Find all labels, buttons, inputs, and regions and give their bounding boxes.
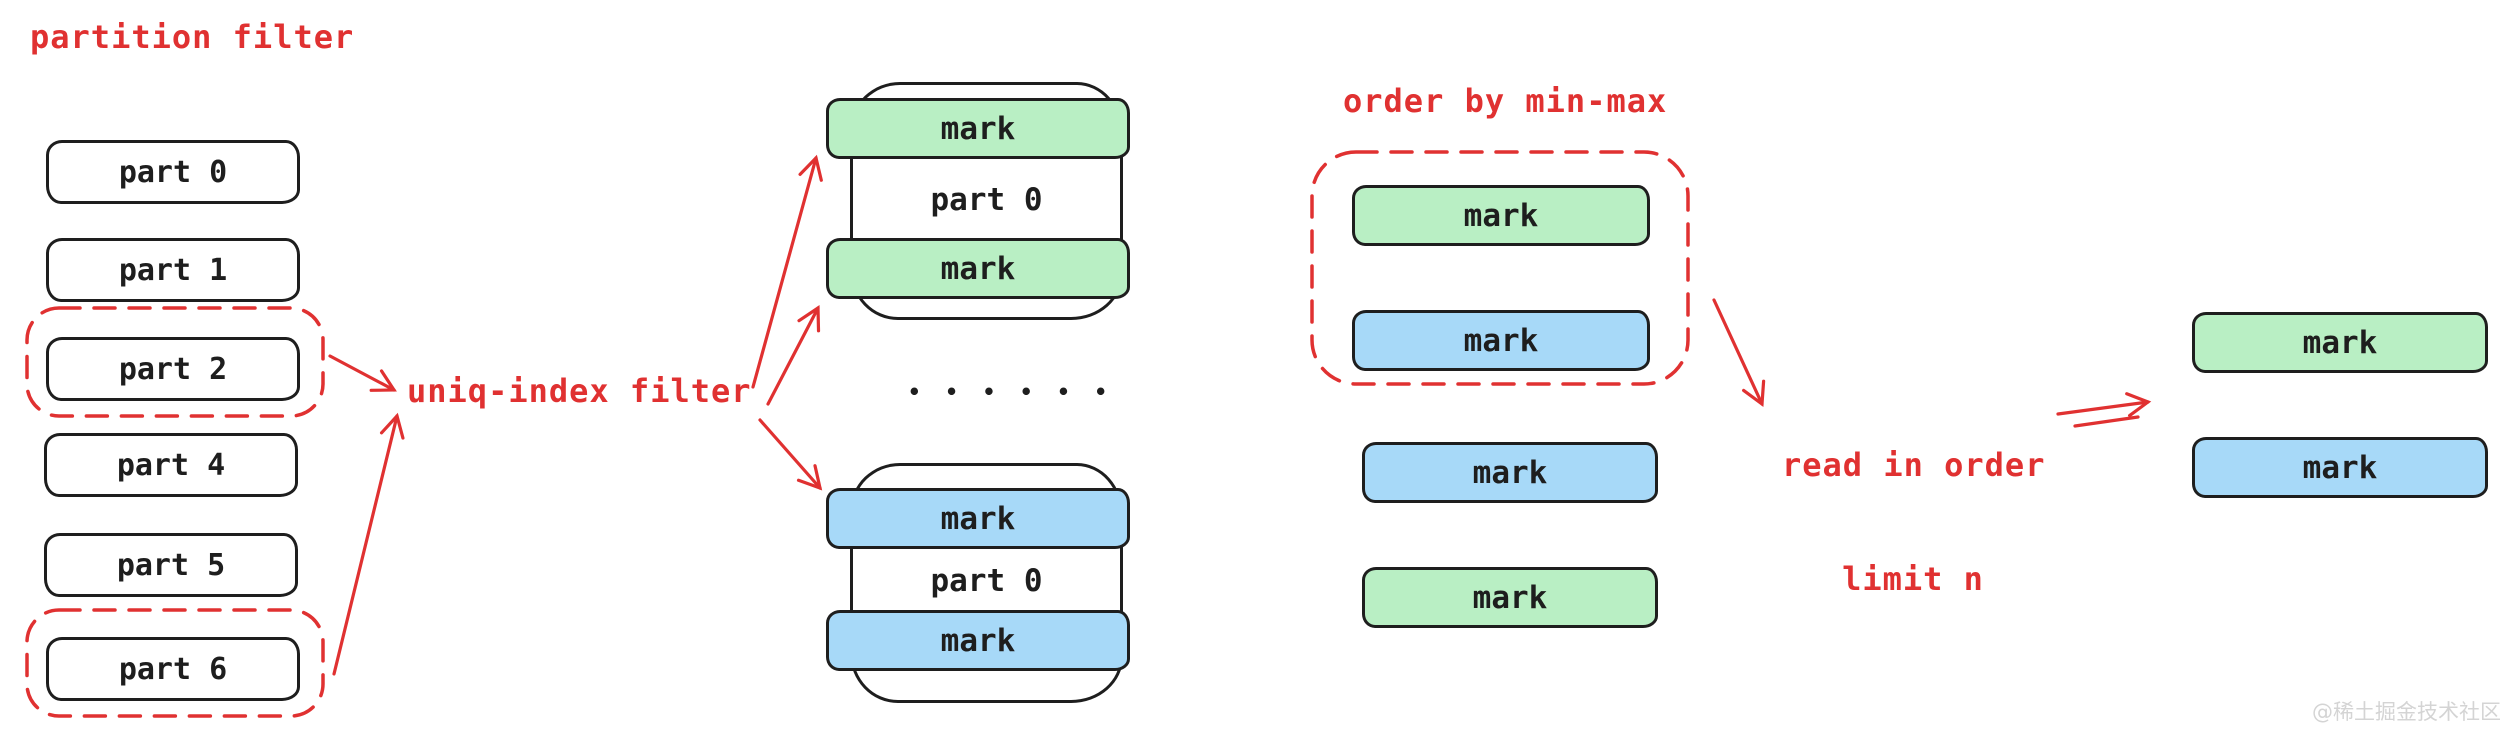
read-in-order-line1: read in order bbox=[1782, 446, 2046, 484]
partition-box-part4: part 4 bbox=[44, 433, 298, 497]
unordered-mark-blue: mark bbox=[1362, 442, 1658, 503]
stack-blue-top-mark: mark bbox=[826, 488, 1130, 549]
partition-box-part6: part 6 bbox=[46, 637, 300, 701]
stack-green-top-mark: mark bbox=[826, 98, 1130, 159]
minmax-group-mark-blue: mark bbox=[1352, 310, 1650, 371]
arrow-read-in-order-to-output-doublestroke bbox=[2073, 415, 2140, 428]
output-mark-green: mark bbox=[2192, 312, 2488, 373]
arrow-part6-to-uniq-filter bbox=[332, 412, 405, 676]
arrow-uniq-filter-to-green-stack-bottom bbox=[766, 305, 821, 406]
output-mark-blue: mark bbox=[2192, 437, 2488, 498]
read-in-order-line2: limit n bbox=[1842, 560, 1984, 598]
read-in-order-label: read in order limit n bbox=[1782, 370, 2044, 674]
partition-box-part5: part 5 bbox=[44, 533, 298, 597]
partition-box-part2: part 2 bbox=[46, 337, 300, 401]
uniq-index-filter-label: uniq-index filter bbox=[407, 372, 752, 410]
arrow-read-in-order-to-output bbox=[2056, 392, 2152, 418]
partition-box-part0: part 0 bbox=[46, 140, 300, 204]
watermark: @稀土掘金技术社区 bbox=[2312, 700, 2501, 724]
partition-filter-label: partition filter bbox=[30, 18, 355, 56]
stack-green-bottom-mark: mark bbox=[826, 238, 1130, 299]
minmax-group-mark-green: mark bbox=[1352, 185, 1650, 246]
arrow-uniq-filter-to-blue-stack bbox=[758, 418, 823, 491]
order-by-min-max-label: order by min-max bbox=[1343, 82, 1668, 120]
stack-blue-bottom-mark: mark bbox=[826, 610, 1130, 671]
arrow-part2-to-uniq-filter bbox=[328, 354, 397, 392]
stack-green-part-label: part 0 bbox=[930, 182, 1043, 218]
ellipsis-dots: • • • • • • bbox=[908, 380, 1114, 404]
unordered-mark-green: mark bbox=[1362, 567, 1658, 628]
partition-box-part1: part 1 bbox=[46, 238, 300, 302]
arrow-uniq-filter-to-green-stack-top bbox=[751, 154, 823, 389]
stack-blue-part-label: part 0 bbox=[930, 563, 1043, 599]
arrow-minmax-group-to-read-in-order bbox=[1712, 298, 1766, 408]
